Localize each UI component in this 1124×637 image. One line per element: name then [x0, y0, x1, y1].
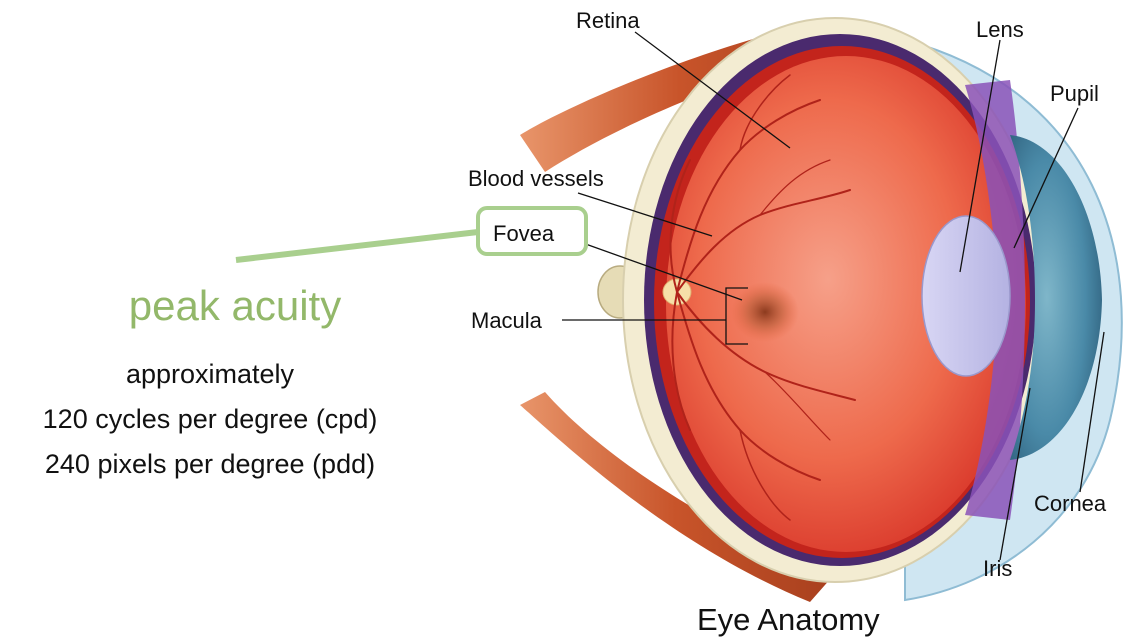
acuity-line-pdd: 240 pixels per degree (pdd) [0, 442, 420, 487]
label-retina: Retina [576, 8, 640, 33]
label-macula: Macula [471, 308, 543, 333]
acuity-line-approx: approximately [0, 352, 420, 397]
label-blood-vessels: Blood vessels [468, 166, 604, 191]
diagram-caption: Eye Anatomy [697, 602, 880, 637]
acuity-stats: approximately 120 cycles per degree (cpd… [0, 352, 420, 487]
acuity-line-cpd: 120 cycles per degree (cpd) [0, 397, 420, 442]
macula-spot [731, 282, 799, 342]
label-pupil: Pupil [1050, 81, 1099, 106]
label-fovea: Fovea [493, 221, 555, 246]
label-cornea: Cornea [1034, 491, 1107, 516]
label-lens: Lens [976, 17, 1024, 42]
callout-pointer-line [236, 232, 478, 260]
label-iris: Iris [983, 556, 1012, 581]
peak-acuity-title: peak acuity [0, 282, 470, 330]
